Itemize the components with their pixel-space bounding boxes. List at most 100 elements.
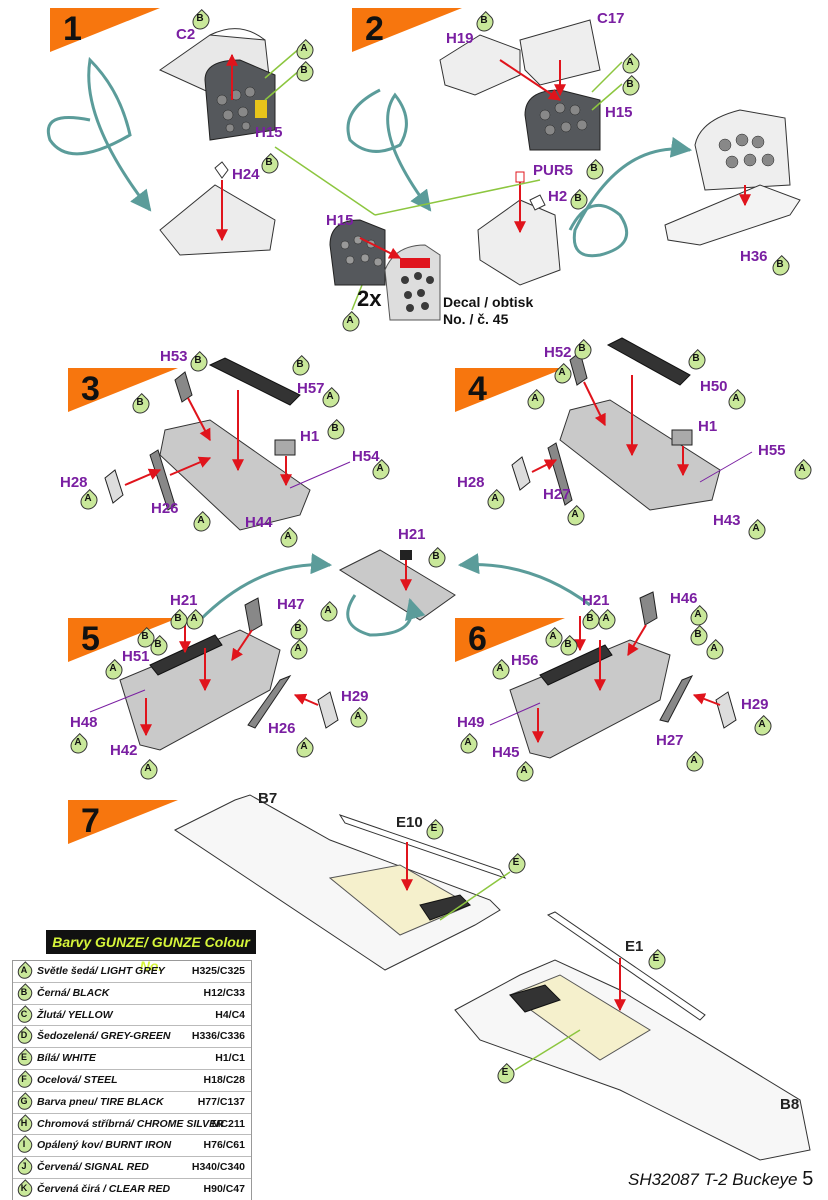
color-tag: A: [744, 518, 770, 544]
page-footer: SH32087 T-2 Buckeye 5: [628, 1168, 813, 1191]
part-label-h57: H57: [297, 380, 325, 397]
color-tag: A: [750, 714, 776, 740]
step-flag-3: [68, 368, 178, 412]
step-flag-1: [50, 8, 160, 52]
legend-code: H12/C33: [203, 986, 245, 999]
step-flag-6: [455, 618, 565, 662]
legend-key: B: [14, 983, 36, 1004]
decal-art: [329, 219, 441, 321]
legend-name: Černá/ BLACK: [37, 986, 110, 999]
color-tag: A: [483, 488, 509, 514]
part-label-h36: H36: [740, 248, 768, 265]
color-tag: A: [594, 608, 620, 634]
part-label-h53: H53: [160, 348, 188, 365]
color-tag: A: [316, 600, 342, 626]
color-tag: A: [276, 526, 302, 552]
part-label-h15-decal: H15: [326, 212, 354, 229]
part-label-h28: H28: [60, 474, 88, 491]
step-flag-7: [68, 800, 178, 844]
color-tag: A: [541, 626, 567, 652]
step3-art: [104, 357, 351, 531]
color-tag: E: [493, 1062, 519, 1088]
legend-code: H77/C137: [197, 1095, 245, 1108]
legend-name: Žlutá/ YELLOW: [37, 1008, 113, 1021]
part-label-h21: H21: [170, 592, 198, 609]
legend-key: K: [14, 1179, 36, 1200]
legend-code: H340/C340: [191, 1161, 245, 1174]
color-tag: A: [563, 504, 589, 530]
part-label-h2: H2: [548, 188, 568, 205]
part-label-h49: H49: [457, 714, 485, 731]
color-tag: B: [424, 546, 450, 572]
color-tag: A: [101, 658, 127, 684]
part-label-h27: H27: [543, 486, 571, 503]
color-tag: A: [189, 510, 215, 536]
decal-note: Decal / obtisk No. / č. 45: [443, 294, 533, 328]
part-label-h44: H44: [245, 514, 273, 531]
color-tag: A: [66, 732, 92, 758]
part-label-h50: H50: [700, 378, 728, 395]
step-number-3: 3: [81, 370, 100, 408]
legend-name: Opálený kov/ BURNT IRON: [37, 1139, 172, 1152]
part-label-e1: E1: [625, 938, 644, 955]
decal-note-line1: Decal / obtisk: [443, 294, 534, 310]
color-tag: B: [146, 634, 172, 660]
part-label-h21: H21: [582, 592, 610, 609]
color-tag: B: [286, 618, 312, 644]
legend-name: Bílá/ WHITE: [37, 1052, 96, 1065]
legend-name: Šedozelená/ GREY-GREEN: [37, 1030, 171, 1043]
legend-code: H76/C61: [203, 1139, 245, 1152]
legend-key: C: [14, 1004, 36, 1026]
legend-code: H325/C325: [191, 965, 245, 977]
legend-title: Barvy GUNZE/ GUNZE Colour No.: [46, 930, 256, 974]
part-label-h27: H27: [656, 732, 684, 749]
color-tag: B: [166, 608, 192, 634]
color-tag: A: [618, 52, 644, 78]
legend-name: Ocelová/ STEEL: [37, 1073, 118, 1086]
color-tag: A: [318, 386, 344, 412]
part-label-h55: H55: [758, 442, 786, 459]
color-tag: A: [346, 706, 372, 732]
color-tag: A: [286, 638, 312, 664]
part-label-h15: H15: [255, 124, 283, 141]
color-tag: A: [523, 388, 549, 414]
part-label-h29: H29: [741, 696, 769, 713]
color-tag: A: [702, 638, 728, 664]
part-label-pur5: PUR5: [533, 162, 574, 179]
page-number: 5: [802, 1168, 814, 1190]
step-number-7: 7: [81, 802, 100, 840]
step-number-1: 1: [63, 10, 82, 48]
legend-key: I: [14, 1135, 36, 1157]
part-label-h42: H42: [110, 742, 138, 759]
step-number-2: 2: [365, 10, 384, 48]
step-flag-5: [68, 618, 178, 662]
legend-key: A: [14, 961, 36, 982]
part-label-h48: H48: [70, 714, 98, 731]
step4-art: [511, 337, 753, 511]
part-label-h19: H19: [446, 30, 474, 47]
color-tag: A: [292, 38, 318, 64]
part-label-c2: C2: [176, 26, 196, 43]
color-tag: B: [257, 152, 283, 178]
part-label-h45: H45: [492, 744, 520, 761]
color-tag: A: [550, 362, 576, 388]
color-tag: A: [136, 758, 162, 784]
legend-code: MC211: [211, 1117, 245, 1130]
part-label-b8: B8: [780, 1096, 800, 1113]
legend-name: Červená čirá / CLEAR RED: [37, 1182, 171, 1195]
color-tag: A: [76, 488, 102, 514]
color-tag: E: [644, 948, 670, 974]
part-label-h46: H46: [670, 590, 698, 607]
color-tag: B: [186, 350, 212, 376]
color-tag: A: [456, 732, 482, 758]
step5-art: [89, 597, 339, 751]
color-tag: B: [188, 8, 214, 34]
legend-code: H4/C4: [215, 1008, 245, 1021]
